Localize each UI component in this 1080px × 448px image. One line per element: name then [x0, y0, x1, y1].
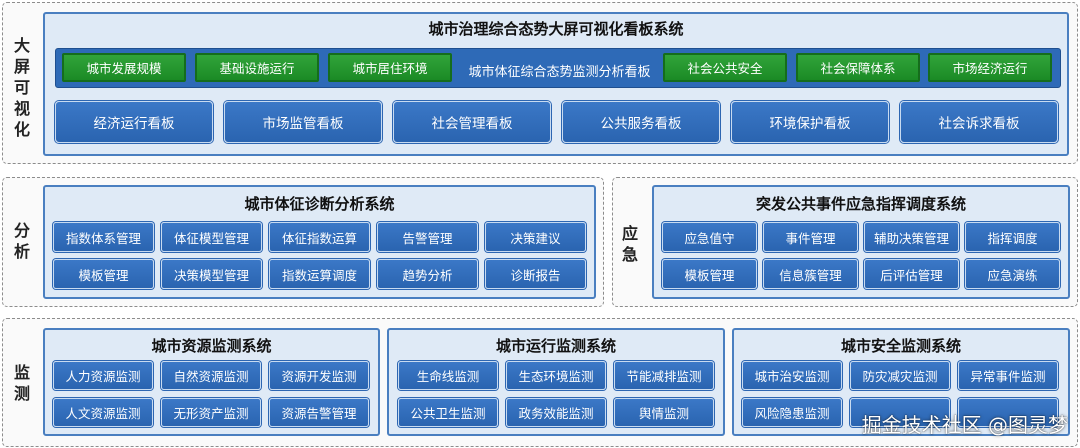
emg-btn-post-evaluation[interactable]: 后评估管理 [864, 259, 959, 289]
res-btn-natural[interactable]: 自然资源监测 [161, 361, 261, 390]
emg-btn-command-dispatch[interactable]: 指挥调度 [965, 222, 1060, 252]
emg-btn-on-duty[interactable]: 应急值守 [662, 222, 757, 252]
op-btn-ecology[interactable]: 生态环境监测 [506, 361, 606, 390]
op-btn-energy[interactable]: 节能减排监测 [614, 361, 714, 390]
safe-btn-public-security[interactable]: 城市治安监测 [742, 361, 842, 390]
diag-btn-trend-analysis[interactable]: 趋势分析 [377, 259, 478, 289]
emg-btn-event-mgmt[interactable]: 事件管理 [763, 222, 858, 252]
emg-btn-info-cluster[interactable]: 信息簇管理 [763, 259, 858, 289]
diag-btn-diagnosis-report[interactable]: 诊断报告 [485, 259, 586, 289]
resource-system-title: 城市资源监测系统 [151, 337, 272, 355]
diag-btn-compute-schedule[interactable]: 指数运算调度 [269, 259, 370, 289]
diag-btn-template-mgmt[interactable]: 模板管理 [53, 259, 154, 289]
diag-btn-alert-mgmt[interactable]: 告警管理 [377, 222, 478, 252]
board-social-appeals[interactable]: 社会诉求看板 [900, 101, 1058, 143]
monitor-layer-label: 监测 [13, 363, 30, 403]
res-btn-human[interactable]: 人力资源监测 [53, 361, 153, 390]
watermark: 掘金技术社区 @图灵梦 [861, 413, 1068, 437]
res-btn-intangible[interactable]: 无形资产监测 [161, 398, 261, 427]
diag-btn-index-compute[interactable]: 体征指数运算 [269, 222, 370, 252]
diag-btn-decision-advice[interactable]: 决策建议 [485, 222, 586, 252]
emergency-system-title: 突发公共事件应急指挥调度系统 [755, 195, 966, 213]
op-btn-public-opinion[interactable]: 舆情监测 [614, 398, 714, 427]
safe-btn-abnormal-event[interactable]: 异常事件监测 [958, 361, 1058, 390]
board-market-supervision[interactable]: 市场监管看板 [224, 101, 382, 143]
safe-btn-obscured-3[interactable] [958, 398, 1058, 427]
emg-btn-drill[interactable]: 应急演练 [965, 259, 1060, 289]
emg-btn-template-mgmt[interactable]: 模板管理 [662, 259, 757, 289]
op-btn-lifeline[interactable]: 生命线监测 [398, 361, 498, 390]
dashboard-system-title: 城市治理综合态势大屏可视化看板系统 [428, 20, 684, 38]
analysis-layer-label: 分析 [13, 221, 30, 261]
emergency-layer-label: 应急 [621, 224, 638, 264]
emg-btn-decision-support[interactable]: 辅助决策管理 [864, 222, 959, 252]
operation-system-title: 城市运行监测系统 [495, 337, 616, 355]
overview-strip-label: 城市体征综合态势监测分析看板 [468, 65, 651, 80]
tag-infrastructure[interactable]: 基础设施运行 [195, 53, 319, 82]
tag-living-environment[interactable]: 城市居住环境 [328, 53, 452, 82]
safe-btn-obscured-2[interactable] [850, 398, 950, 427]
safety-system-title: 城市安全监测系统 [840, 337, 961, 355]
board-public-service[interactable]: 公共服务看板 [562, 101, 720, 143]
visual-layer-label: 大屏可视化 [13, 36, 30, 139]
res-btn-alert[interactable]: 资源告警管理 [269, 398, 369, 427]
op-btn-gov-efficiency[interactable]: 政务效能监测 [506, 398, 606, 427]
safe-btn-risk[interactable]: 风险隐患监测 [742, 398, 842, 427]
tag-social-security[interactable]: 社会保障体系 [796, 53, 920, 82]
diagnosis-system-title: 城市体征诊断分析系统 [244, 195, 395, 213]
res-btn-cultural[interactable]: 人文资源监测 [53, 398, 153, 427]
tag-public-safety[interactable]: 社会公共安全 [663, 53, 787, 82]
diag-btn-index-system[interactable]: 指数体系管理 [53, 222, 154, 252]
board-environment[interactable]: 环境保护看板 [731, 101, 889, 143]
board-social-management[interactable]: 社会管理看板 [393, 101, 551, 143]
tag-market-economy[interactable]: 市场经济运行 [928, 53, 1052, 82]
safe-btn-disaster[interactable]: 防灾减灾监测 [850, 361, 950, 390]
board-economy[interactable]: 经济运行看板 [55, 101, 213, 143]
diag-btn-decision-model[interactable]: 决策模型管理 [161, 259, 262, 289]
op-btn-public-health[interactable]: 公共卫生监测 [398, 398, 498, 427]
res-btn-development[interactable]: 资源开发监测 [269, 361, 369, 390]
diag-btn-sign-model[interactable]: 体征模型管理 [161, 222, 262, 252]
tag-city-scale[interactable]: 城市发展规模 [62, 53, 186, 82]
